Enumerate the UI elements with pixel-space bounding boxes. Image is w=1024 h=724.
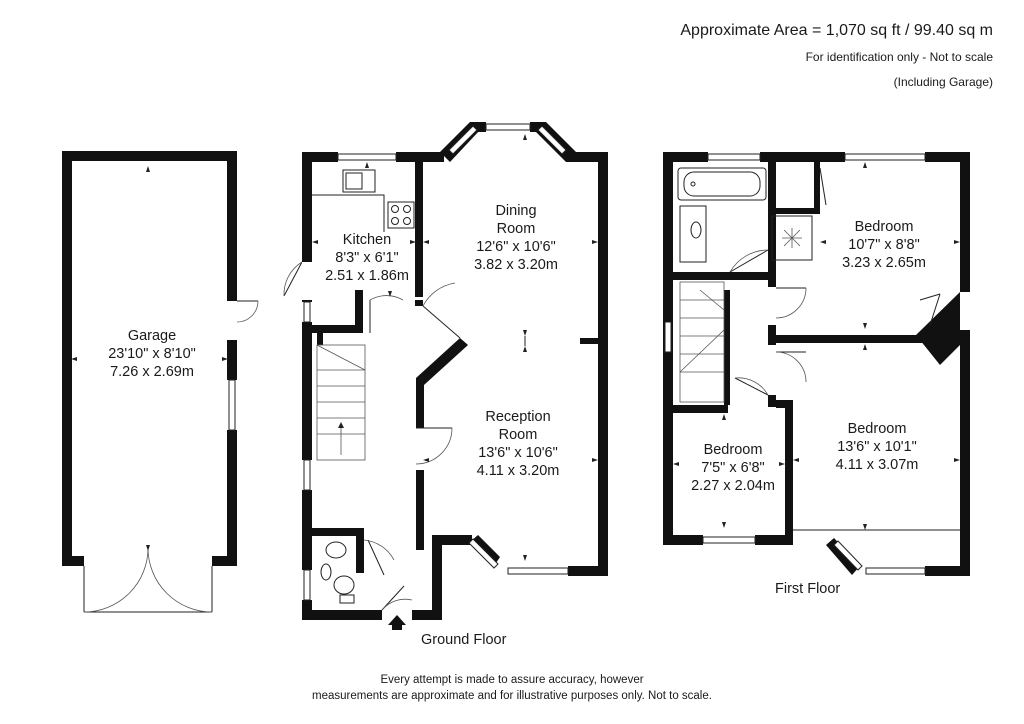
dining-bay-window-right xyxy=(537,125,567,155)
bedroom-1-name: Bedroom xyxy=(854,219,914,235)
wc-window xyxy=(303,569,311,601)
kitchen-window xyxy=(337,153,397,161)
dining-bay-window xyxy=(485,123,531,131)
first-dimension-arrows xyxy=(673,162,960,530)
garage-name: Garage xyxy=(127,328,177,344)
bedroom-2-imperial: 13'6" x 10'1" xyxy=(837,439,917,455)
garage-front-doors xyxy=(83,547,213,613)
garage-side-door xyxy=(236,300,259,323)
hall-window-1 xyxy=(303,301,311,323)
disclaimer-line-1: Every attempt is made to assure accuracy… xyxy=(380,674,644,686)
bathroom-window xyxy=(707,153,761,161)
reception-room-imperial: 13'6" x 10'6" xyxy=(478,445,558,461)
dining-room-metric: 3.82 x 3.20m xyxy=(474,257,558,273)
garage-imperial: 23'10" x 8'10" xyxy=(108,346,196,362)
reception-bay-window xyxy=(507,567,569,575)
first-floor-stairs xyxy=(679,281,725,403)
bedroom-1-window xyxy=(844,153,926,161)
approximate-area: Approximate Area = 1,070 sq ft / 99.40 s… xyxy=(680,22,993,39)
disclaimer-line-2: measurements are approximate and for ill… xyxy=(312,690,712,702)
bedroom-1-wardrobe-door xyxy=(819,167,941,326)
dining-room-name-2: Room xyxy=(496,221,536,237)
kitchen-name: Kitchen xyxy=(342,232,392,248)
ground-floor-label: Ground Floor xyxy=(421,632,507,648)
ground-dimension-arrows xyxy=(312,134,598,561)
reception-room-name-2: Room xyxy=(498,427,538,443)
kitchen-back-door xyxy=(283,261,312,300)
dining-door xyxy=(422,282,461,339)
bedroom-3-metric: 2.27 x 2.04m xyxy=(691,478,775,494)
entrance-arrow-icon xyxy=(388,615,406,630)
kitchen-fittings xyxy=(312,169,415,232)
garage-metric: 7.26 x 2.69m xyxy=(110,364,194,380)
bedroom-1-door xyxy=(775,287,807,319)
bedroom-1-imperial: 10'7" x 8'8" xyxy=(848,237,920,253)
kitchen-imperial: 8'3" x 6'1" xyxy=(335,250,399,266)
garage-window xyxy=(228,379,236,431)
bedroom-2-metric: 4.11 x 3.07m xyxy=(835,457,919,473)
reception-room-name-1: Reception xyxy=(485,409,551,425)
bedroom-2-window xyxy=(865,567,926,575)
hall-window-2 xyxy=(303,459,311,491)
bedroom-3-imperial: 7'5" x 6'8" xyxy=(701,460,765,476)
identification-note: For identification only - Not to scale xyxy=(805,50,993,64)
dining-room-label: Dining Room 12'6" x 10'6" 3.82 x 3.20m xyxy=(474,202,558,274)
first-floor-walls xyxy=(663,152,970,576)
reception-room-label: Reception Room 13'6" x 10'6" 4.11 x 3.20… xyxy=(477,408,560,480)
kitchen-metric: 2.51 x 1.86m xyxy=(325,268,409,284)
bedroom-2-label: Bedroom 13'6" x 10'1" 4.11 x 3.07m xyxy=(836,420,919,474)
dining-room-imperial: 12'6" x 10'6" xyxy=(476,239,556,255)
dining-bay-window-left xyxy=(448,125,478,155)
stairs xyxy=(316,344,366,461)
bedroom-2-door xyxy=(775,351,807,383)
bedroom-1-metric: 3.23 x 2.65m xyxy=(842,255,926,271)
bathroom-fittings xyxy=(677,167,813,263)
including-garage-note: (Including Garage) xyxy=(893,75,993,89)
bedroom-3-name: Bedroom xyxy=(703,442,763,458)
reception-door xyxy=(415,427,453,465)
ground-floor-walls xyxy=(302,122,608,620)
bedroom-3-label: Bedroom 7'5" x 6'8" 2.27 x 2.04m xyxy=(691,441,775,495)
wc-fittings xyxy=(320,539,395,604)
kitchen-label: Kitchen 8'3" x 6'1" 2.51 x 1.86m xyxy=(325,231,409,285)
bedroom-1-label: Bedroom 10'7" x 8'8" 3.23 x 2.65m xyxy=(842,218,926,272)
garage-walls xyxy=(62,151,237,566)
dining-room-name-1: Dining xyxy=(495,203,537,219)
bedroom-2-name: Bedroom xyxy=(847,421,907,437)
front-door xyxy=(381,585,413,630)
reception-bay-window-left xyxy=(468,538,499,569)
first-floor-label: First Floor xyxy=(775,581,841,597)
garage-label: Garage 23'10" x 8'10" 7.26 x 2.69m xyxy=(108,327,196,381)
landing-window xyxy=(664,321,672,353)
bathroom-door xyxy=(729,249,769,273)
reception-room-metric: 4.11 x 3.20m xyxy=(476,463,560,479)
kitchen-inner-door xyxy=(369,295,404,333)
bedroom-3-window xyxy=(702,536,756,544)
bedroom-2-bay-window xyxy=(833,540,863,571)
bedroom-3-door xyxy=(734,377,769,396)
